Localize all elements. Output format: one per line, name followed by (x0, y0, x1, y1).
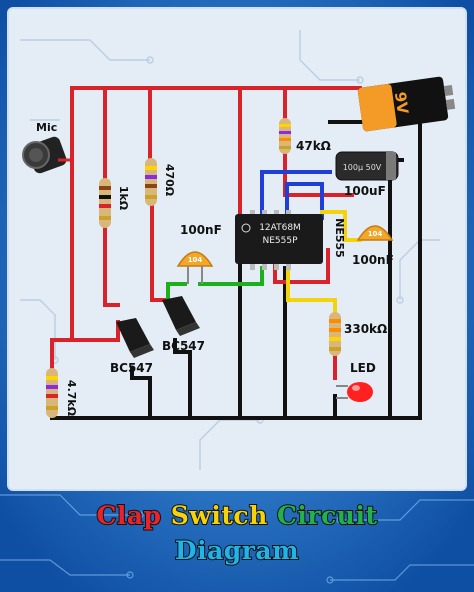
resistor-1k: 1kΩ (99, 178, 130, 228)
led: LED (336, 361, 376, 402)
led-label: LED (350, 361, 376, 375)
resistor-47k-label: 47kΩ (296, 139, 331, 153)
blue-wires (260, 170, 332, 220)
ic-marking-line1: 12AT68M (259, 223, 301, 233)
capacitor-right-label: 100nF (352, 253, 394, 267)
resistor-1k-label: 1kΩ (117, 186, 130, 211)
ic-ne555: 12AT68M NE555P NE555 (235, 210, 346, 270)
capacitor-right-marking: 104 (368, 230, 383, 238)
q1-label: BC547 (162, 339, 205, 353)
title-word-circuit: Circuit (276, 500, 378, 531)
title-word-diagram: Diagram (174, 535, 300, 566)
positive-wires (50, 86, 362, 380)
resistor-330k: 330kΩ (329, 312, 387, 356)
resistor-470-label: 470Ω (163, 164, 176, 197)
yellow-wires (286, 210, 362, 314)
q2-label: BC547 (110, 361, 153, 375)
resistor-470: 470Ω (145, 158, 176, 206)
capacitor-100nf-right: 104 100nF (352, 225, 394, 267)
transistor-q2: BC547 (110, 318, 154, 375)
title-word-switch: Switch (170, 500, 269, 531)
capacitor-left-label: 100nF (180, 223, 222, 237)
capacitor-100uf-marking: 100μ 50V (343, 163, 382, 172)
ic-label: NE555 (333, 218, 346, 258)
title-word-clap: Clap (95, 500, 162, 531)
resistor-4k7: 4.7kΩ (46, 368, 78, 418)
capacitor-left-marking: 104 (188, 256, 203, 264)
battery-label: 9V (391, 91, 412, 116)
capacitor-100uf: 100μ 50V 100uF (335, 151, 399, 198)
diagram-title-line1: Clap Switch Circuit (0, 500, 474, 531)
microphone: Mic (22, 121, 72, 174)
capacitor-100nf-left: 104 100nF (176, 223, 222, 284)
resistor-330k-label: 330kΩ (344, 322, 387, 336)
resistor-47k: 47kΩ (279, 118, 331, 154)
transistor-q1: BC547 (162, 296, 205, 353)
diagram-title-line2: Diagram (0, 535, 474, 566)
resistor-4k7-label: 4.7kΩ (65, 380, 78, 417)
ic-marking-line2: NE555P (262, 236, 298, 246)
green-wire (166, 266, 264, 302)
battery: 9V (357, 76, 456, 132)
mic-label: Mic (36, 121, 57, 134)
capacitor-100uf-label: 100uF (344, 184, 386, 198)
